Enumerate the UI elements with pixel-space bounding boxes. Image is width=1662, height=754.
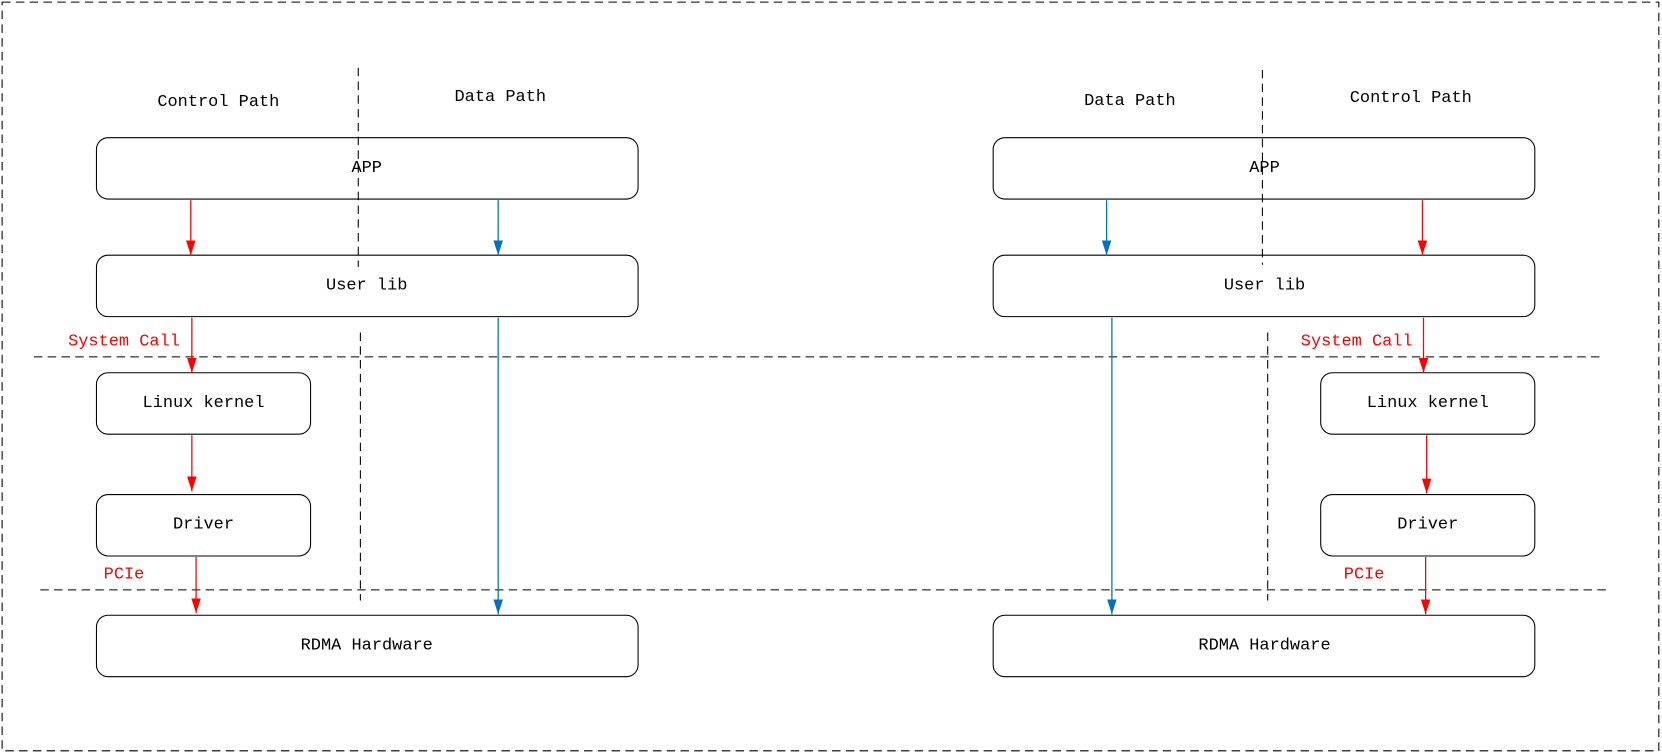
left-driver-label: Driver — [173, 516, 234, 535]
right-driver-label: Driver — [1397, 516, 1458, 535]
right-diagram: Data Path Control Path APP User lib Linu… — [992, 69, 1536, 678]
left-driver-box — [95, 494, 312, 557]
left-linux-kernel-label: Linux kernel — [142, 394, 264, 413]
right-rdma-hardware-box — [992, 614, 1536, 678]
left-user-lib-box — [95, 254, 639, 318]
left-rdma-hardware-label: RDMA Hardware — [301, 636, 433, 655]
right-user-lib-label: User lib — [1224, 276, 1305, 295]
right-pcie-label: PCIe — [1344, 566, 1385, 585]
right-driver-box — [1320, 494, 1536, 557]
left-rdma-hardware-box — [95, 614, 639, 678]
right-app-label: APP — [1249, 159, 1280, 178]
right-user-lib-box — [992, 254, 1536, 318]
right-linux-kernel-label: Linux kernel — [1367, 394, 1489, 413]
right-linux-kernel-box — [1320, 372, 1536, 435]
right-control-path-label: Control Path — [1350, 89, 1472, 108]
left-data-path-label: Data Path — [455, 88, 547, 107]
left-linux-kernel-box — [95, 372, 312, 435]
left-user-lib-label: User lib — [326, 276, 407, 295]
left-control-path-label: Control Path — [157, 93, 279, 112]
right-rdma-hardware-label: RDMA Hardware — [1198, 636, 1330, 655]
left-app-label: APP — [351, 159, 382, 178]
right-system-call-label: System Call — [1301, 333, 1413, 352]
right-data-path-label: Data Path — [1084, 92, 1176, 111]
left-app-box — [95, 137, 639, 200]
left-diagram: Control Path Data Path APP User lib Linu… — [68, 67, 639, 678]
left-pcie-label: PCIe — [104, 566, 145, 585]
left-system-call-label: System Call — [68, 333, 180, 352]
right-app-box — [992, 137, 1536, 200]
